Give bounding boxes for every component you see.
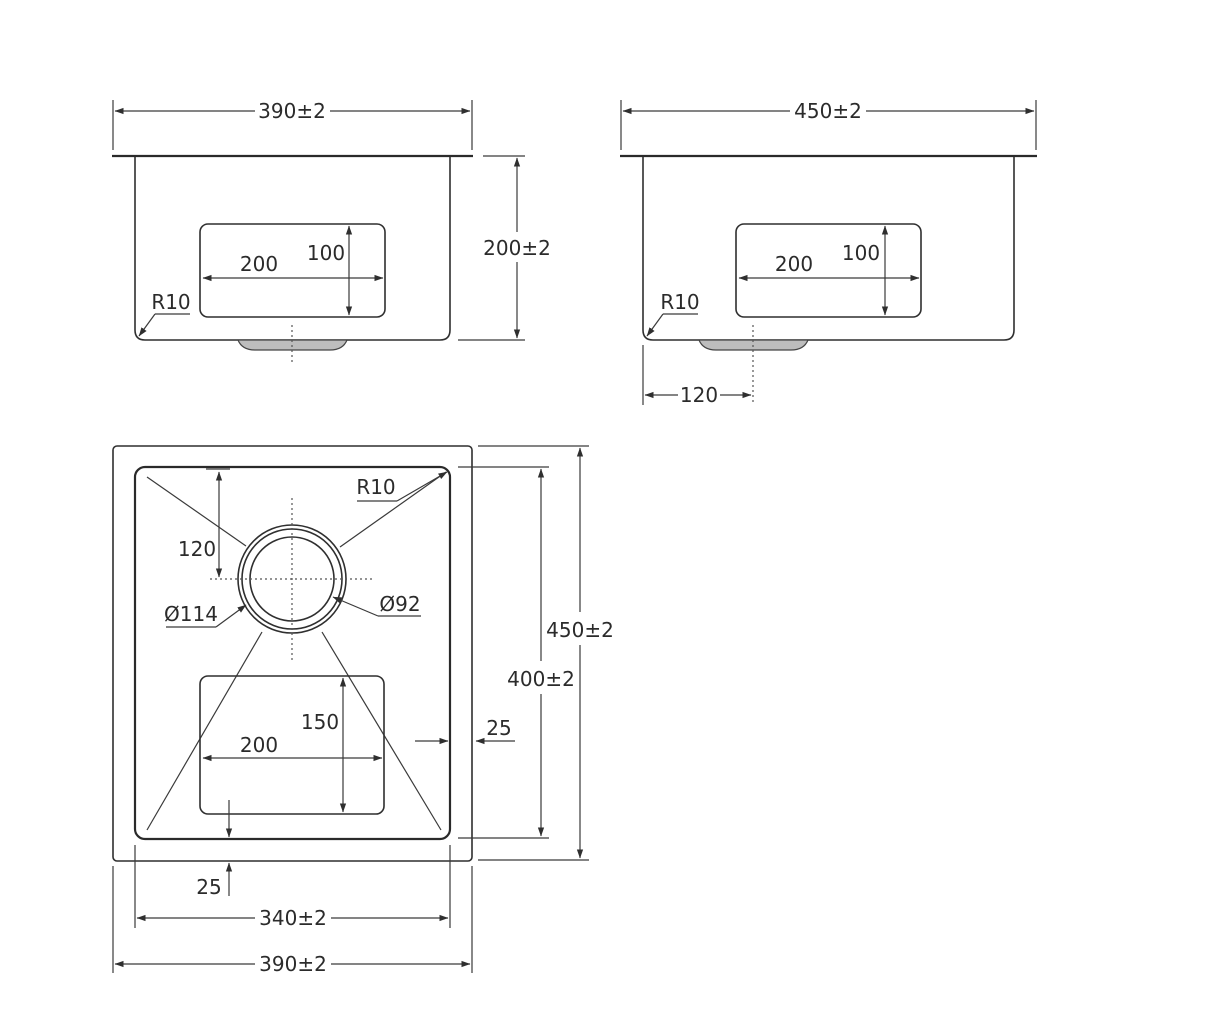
plan-view: 120 R10 Ø114 Ø92 200 150 25 25 400±2: [112, 445, 614, 976]
plan-outer-width-label: 390±2: [259, 952, 327, 976]
front-height-label: 200±2: [483, 236, 551, 260]
plan-fold-line-bl: [146, 631, 263, 831]
plan-basket-height-label: 150: [301, 710, 339, 734]
plan-inner-width-label: 340±2: [259, 906, 327, 930]
front-basket-height-label: 100: [307, 241, 345, 265]
side-basket-outline: [735, 223, 922, 318]
plan-outer-dia-label: Ø114: [164, 602, 218, 626]
side-view: 450±2 200 100 R10 120: [620, 99, 1037, 407]
plan-side-margin-label: 25: [486, 716, 511, 740]
plan-bowl-outline: [133, 465, 452, 841]
side-offset-label: 120: [680, 383, 718, 407]
front-width-label: 390±2: [258, 99, 326, 123]
plan-outer-dia-leader: [215, 604, 247, 628]
front-view: 390±2 200 100 R10 200±2: [112, 99, 551, 364]
side-width-label: 450±2: [794, 99, 862, 123]
plan-bottom-margin-label: 25: [196, 875, 221, 899]
side-basket-height-label: 100: [842, 241, 880, 265]
plan-offset-label: 120: [178, 537, 216, 561]
plan-inner-length-label: 400±2: [507, 667, 575, 691]
plan-fold-line-tl: [146, 476, 247, 547]
front-radius-leader: [138, 313, 156, 337]
side-radius-label: R10: [660, 290, 699, 314]
plan-fold-line-tr: [339, 471, 447, 548]
side-basket-width-label: 200: [775, 252, 813, 276]
front-radius-label: R10: [151, 290, 190, 314]
plan-inner-dia-leader: [332, 596, 379, 617]
side-radius-leader: [646, 313, 664, 337]
plan-outer-length-label: 450±2: [546, 618, 614, 642]
plan-radius-label: R10: [356, 475, 395, 499]
plan-flange-outline: [112, 445, 473, 862]
plan-inner-dia-label: Ø92: [379, 592, 420, 616]
front-basket-width-label: 200: [240, 252, 278, 276]
plan-basket-outline: [199, 675, 385, 815]
plan-fold-line-br: [321, 631, 442, 831]
side-bowl-outline: [642, 157, 1015, 341]
front-basket-outline: [199, 223, 386, 318]
plan-radius-leader: [396, 471, 448, 502]
plan-basket-width-label: 200: [240, 733, 278, 757]
